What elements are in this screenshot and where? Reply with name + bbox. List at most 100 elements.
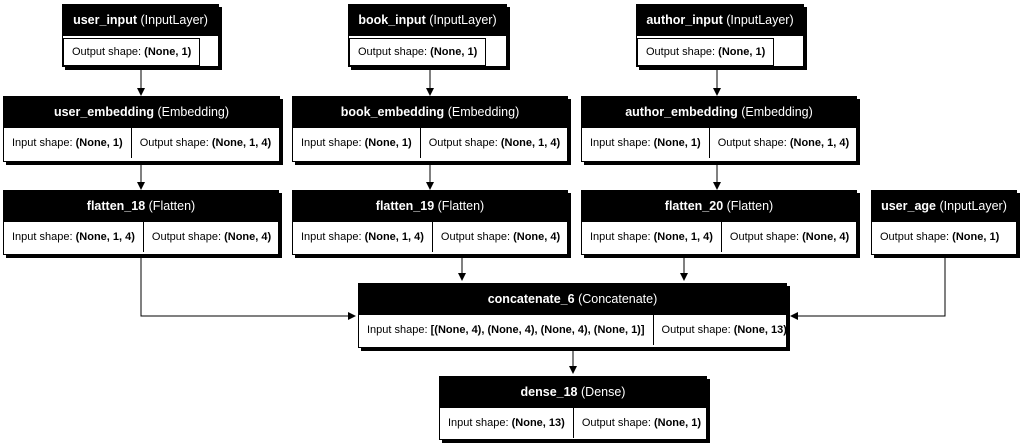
node-book-input: book_input (InputLayer) Output shape: (N… xyxy=(348,4,507,67)
layer-name: flatten_20 xyxy=(664,199,724,213)
output-shape-value: (None, 1, 4) xyxy=(211,137,272,149)
output-shape-cell: Output shape: (None, 1, 4) xyxy=(132,128,279,158)
output-shape-label: Output shape: xyxy=(139,137,209,149)
layer-name: flatten_19 xyxy=(375,199,435,213)
layer-type: (Embedding) xyxy=(157,105,230,119)
output-shape-cell: Output shape: (None, 1) xyxy=(574,408,709,438)
input-shape-value: (None, 1) xyxy=(75,137,123,149)
output-shape-label: Output shape: xyxy=(646,46,716,58)
edge-user-age-to-concatenate-6 xyxy=(790,255,946,320)
input-shape-label: Input shape: xyxy=(448,417,509,429)
output-shape-cell: Output shape: (None, 1) xyxy=(63,38,201,66)
layer-name: user_input xyxy=(73,13,137,27)
node-body: Input shape: (None, 1, 4) Output shape: … xyxy=(293,222,567,252)
output-shape-cell: Output shape: (None, 4) xyxy=(722,222,857,252)
output-shape-value: (None, 1, 4) xyxy=(789,137,850,149)
input-shape-label: Input shape: xyxy=(590,137,651,149)
output-shape-value: (None, 1) xyxy=(653,417,702,429)
output-shape-label: Output shape: xyxy=(581,417,651,429)
layer-type: (Dense) xyxy=(581,385,626,399)
output-shape-label: Output shape: xyxy=(72,46,142,58)
node-dense-18: dense_18 (Dense) Input shape: (None, 13)… xyxy=(439,376,707,440)
node-body: Input shape: (None, 1) Output shape: (No… xyxy=(4,128,279,158)
node-user-age: user_age (InputLayer) Output shape: (Non… xyxy=(871,190,1017,255)
layer-type: (InputLayer) xyxy=(726,13,794,27)
output-shape-label: Output shape: xyxy=(358,46,428,58)
node-header: concatenate_6 (Concatenate) xyxy=(359,284,786,315)
output-shape-cell: Output shape: (None, 1, 4) xyxy=(421,128,568,158)
layer-type: (Flatten) xyxy=(726,199,774,213)
output-shape-label: Output shape: xyxy=(880,231,950,243)
layer-name: user_age xyxy=(881,199,936,213)
layer-name: concatenate_6 xyxy=(487,292,575,306)
output-shape-value: (None, 1, 4) xyxy=(500,137,561,149)
output-shape-cell: Output shape: (None, 1) xyxy=(637,38,775,66)
output-shape-label: Output shape: xyxy=(440,231,511,243)
node-body: Input shape: (None, 1, 4) Output shape: … xyxy=(582,222,856,252)
edge-flatten-18-to-concatenate-6 xyxy=(140,255,356,320)
output-shape-label: Output shape: xyxy=(717,137,787,149)
output-shape-value: (None, 1) xyxy=(430,46,478,58)
node-body: Input shape: [(None, 4), (None, 4), (Non… xyxy=(359,315,787,345)
layer-name: author_embedding xyxy=(625,105,738,119)
node-flatten-20: flatten_20 (Flatten) Input shape: (None,… xyxy=(581,190,857,255)
output-shape-label: Output shape: xyxy=(661,324,731,336)
layer-type: (Embedding) xyxy=(741,105,813,119)
output-shape-label: Output shape: xyxy=(729,231,800,243)
input-shape-value: [(None, 4), (None, 4), (None, 4), (None,… xyxy=(430,324,645,336)
node-body: Output shape: (None, 1) xyxy=(637,36,803,66)
node-body: Input shape: (None, 1) Output shape: (No… xyxy=(293,128,567,158)
layer-name: user_embedding xyxy=(53,105,154,119)
node-flatten-19: flatten_19 (Flatten) Input shape: (None,… xyxy=(292,190,568,255)
input-shape-cell: Input shape: (None, 1, 4) xyxy=(582,222,722,252)
node-header: flatten_19 (Flatten) xyxy=(293,191,567,222)
output-shape-value: (None, 4) xyxy=(802,231,850,243)
node-body: Input shape: (None, 1) Output shape: (No… xyxy=(582,128,856,158)
layer-type: (InputLayer) xyxy=(140,13,208,27)
input-shape-value: (None, 1) xyxy=(653,137,701,149)
node-body: Output shape: (None, 1) xyxy=(872,222,1016,252)
input-shape-cell: Input shape: (None, 1, 4) xyxy=(293,222,433,252)
output-shape-cell: Output shape: (None, 4) xyxy=(433,222,568,252)
layer-name: book_input xyxy=(358,13,426,27)
node-header: flatten_20 (Flatten) xyxy=(582,191,856,222)
input-shape-cell: Input shape: (None, 1) xyxy=(4,128,132,158)
input-shape-label: Input shape: xyxy=(301,137,362,149)
node-header: book_input (InputLayer) xyxy=(349,5,506,36)
input-shape-cell: Input shape: (None, 1) xyxy=(293,128,421,158)
layer-type: (InputLayer) xyxy=(939,199,1007,213)
input-shape-value: (None, 1, 4) xyxy=(75,231,135,243)
input-shape-cell: Input shape: (None, 1) xyxy=(582,128,710,158)
node-header: flatten_18 (Flatten) xyxy=(4,191,278,222)
node-concatenate-6: concatenate_6 (Concatenate) Input shape:… xyxy=(358,283,787,348)
input-shape-label: Input shape: xyxy=(12,137,73,149)
node-header: user_embedding (Embedding) xyxy=(4,97,279,128)
node-user-embedding: user_embedding (Embedding) Input shape: … xyxy=(3,96,280,162)
layer-type: (Flatten) xyxy=(148,199,196,213)
input-shape-value: (None, 1) xyxy=(364,137,412,149)
input-shape-cell: Input shape: (None, 13) xyxy=(440,408,574,438)
input-shape-value: (None, 13) xyxy=(511,417,565,429)
input-shape-label: Input shape: xyxy=(12,231,73,243)
node-header: author_input (InputLayer) xyxy=(637,5,803,36)
node-header: user_input (InputLayer) xyxy=(63,5,218,36)
input-shape-cell: Input shape: [(None, 4), (None, 4), (Non… xyxy=(359,315,654,345)
input-shape-value: (None, 1, 4) xyxy=(364,231,424,243)
input-shape-label: Input shape: xyxy=(301,231,362,243)
output-shape-value: (None, 13) xyxy=(733,324,787,336)
node-body: Output shape: (None, 1) xyxy=(349,36,506,66)
layer-name: flatten_18 xyxy=(86,199,146,213)
layer-type: (Concatenate) xyxy=(578,292,658,306)
output-shape-value: (None, 1) xyxy=(144,46,192,58)
layer-type: (Flatten) xyxy=(437,199,485,213)
node-user-input: user_input (InputLayer) Output shape: (N… xyxy=(62,4,219,67)
output-shape-cell: Output shape: (None, 1) xyxy=(349,38,487,66)
node-author-input: author_input (InputLayer) Output shape: … xyxy=(636,4,804,67)
node-header: book_embedding (Embedding) xyxy=(293,97,567,128)
node-flatten-18: flatten_18 (Flatten) Input shape: (None,… xyxy=(3,190,279,255)
node-body: Output shape: (None, 1) xyxy=(63,36,218,66)
output-shape-label: Output shape: xyxy=(428,137,498,149)
input-shape-value: (None, 1, 4) xyxy=(653,231,713,243)
